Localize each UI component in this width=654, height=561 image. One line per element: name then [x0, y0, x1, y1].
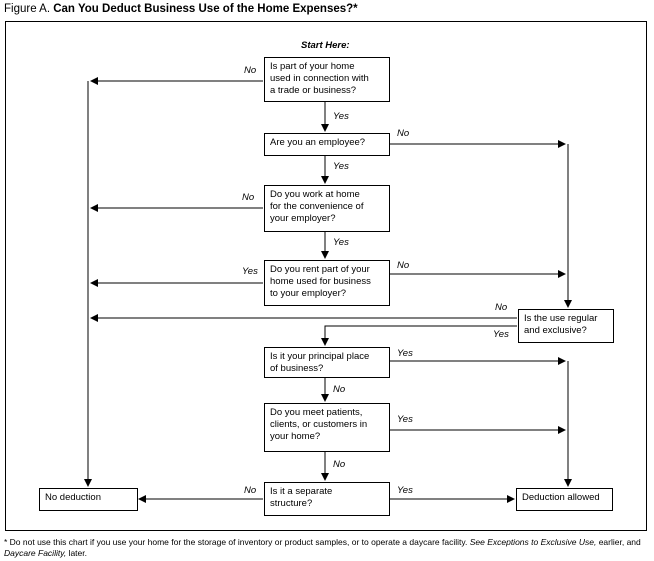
footnote-text-3: later.: [66, 547, 87, 558]
label-q8-no: No: [244, 485, 257, 496]
label-q1-no: No: [244, 65, 257, 76]
question-convenience-of-employer: Do you work at home for the convenience …: [264, 185, 390, 232]
label-q5-yes: Yes: [493, 329, 509, 340]
label-q6-no: No: [333, 384, 346, 395]
label-q6-yes: Yes: [397, 348, 413, 359]
label-q8-yes: Yes: [397, 485, 413, 496]
question-trade-or-business: Is part of your home used in connection …: [264, 57, 390, 102]
footnote-text-1: * Do not use this chart if you use your …: [4, 537, 470, 547]
label-q7-no: No: [333, 459, 346, 470]
footnote: * Do not use this chart if you use your …: [4, 537, 650, 558]
question-rent-to-employer: Do you rent part of your home used for b…: [264, 260, 390, 306]
label-q5-no: No: [495, 302, 508, 313]
label-q7-yes: Yes: [397, 414, 413, 425]
figure-number: Figure A.: [4, 3, 51, 15]
connector-q5-yes: [321, 325, 517, 346]
outcome-no-deduction: No deduction: [39, 488, 138, 511]
label-q2-yes: Yes: [333, 161, 349, 172]
question-separate-structure: Is it a separate structure?: [264, 482, 390, 516]
start-label: Start Here:: [301, 40, 350, 51]
footnote-see-link: See Exceptions to Exclusive Use,: [469, 537, 597, 547]
label-q4-yes: Yes: [242, 266, 258, 277]
question-regular-and-exclusive: Is the use regular and exclusive?: [518, 309, 614, 343]
question-principal-place: Is it your principal place of business?: [264, 347, 390, 378]
question-meet-clients: Do you meet patients, clients, or custom…: [264, 403, 390, 452]
question-employee: Are you an employee?: [264, 133, 390, 156]
footnote-text-2: earlier, and: [596, 537, 641, 547]
label-q3-yes: Yes: [333, 237, 349, 248]
figure-heading: Can You Deduct Business Use of the Home …: [53, 3, 358, 15]
label-q2-no: No: [397, 128, 410, 139]
footnote-daycare-link: Daycare Facility,: [4, 547, 67, 558]
chart-frame: [5, 21, 647, 531]
figure-title: Figure A. Can You Deduct Business Use of…: [4, 3, 358, 15]
label-q1-yes: Yes: [333, 111, 349, 122]
label-q3-no: No: [242, 192, 255, 203]
label-q4-no: No: [397, 260, 410, 271]
outcome-deduction-allowed: Deduction allowed: [516, 488, 613, 511]
